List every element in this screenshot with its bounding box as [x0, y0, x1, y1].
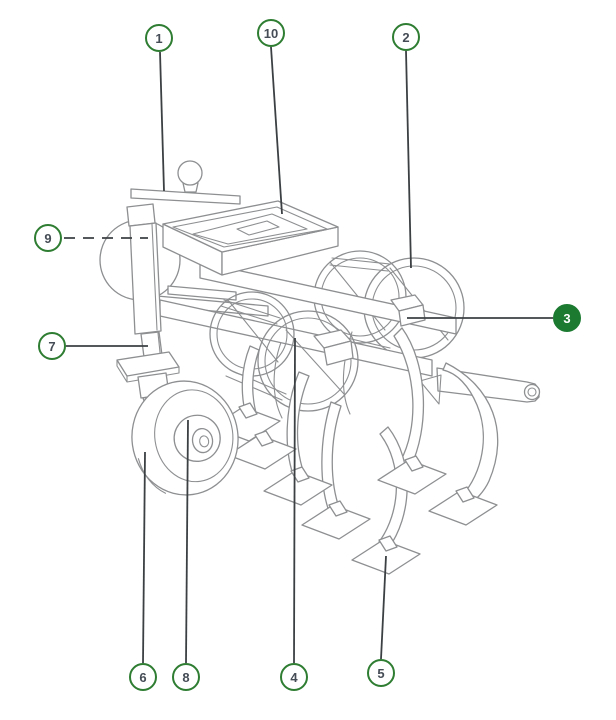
callout-4: 4 — [280, 663, 308, 691]
sweep-shovels — [211, 402, 498, 575]
handle-knob — [130, 160, 241, 205]
callout-7: 7 — [38, 332, 66, 360]
leader-line-4 — [293, 337, 296, 664]
leader-line-8 — [185, 419, 189, 664]
leader-line-5 — [380, 555, 387, 660]
implement-line-art — [99, 160, 541, 575]
tine-clamps — [313, 294, 426, 366]
caster-wheel — [131, 380, 239, 496]
leader-lines — [64, 46, 553, 664]
callout-5: 5 — [367, 659, 395, 687]
tray — [162, 200, 339, 276]
callout-10: 10 — [257, 19, 285, 47]
leader-line-2 — [405, 50, 412, 269]
leader-line-10 — [270, 46, 283, 215]
callout-1: 1 — [145, 24, 173, 52]
depth-adjustment-post — [116, 203, 180, 399]
callout-6: 6 — [129, 663, 157, 691]
leader-line-6 — [142, 451, 146, 664]
leader-line-1 — [159, 51, 165, 192]
callout-9: 9 — [34, 224, 62, 252]
callout-2: 2 — [392, 23, 420, 51]
callout-3: 3 — [553, 304, 581, 332]
callout-8: 8 — [172, 663, 200, 691]
cage-roller-front — [209, 291, 359, 412]
